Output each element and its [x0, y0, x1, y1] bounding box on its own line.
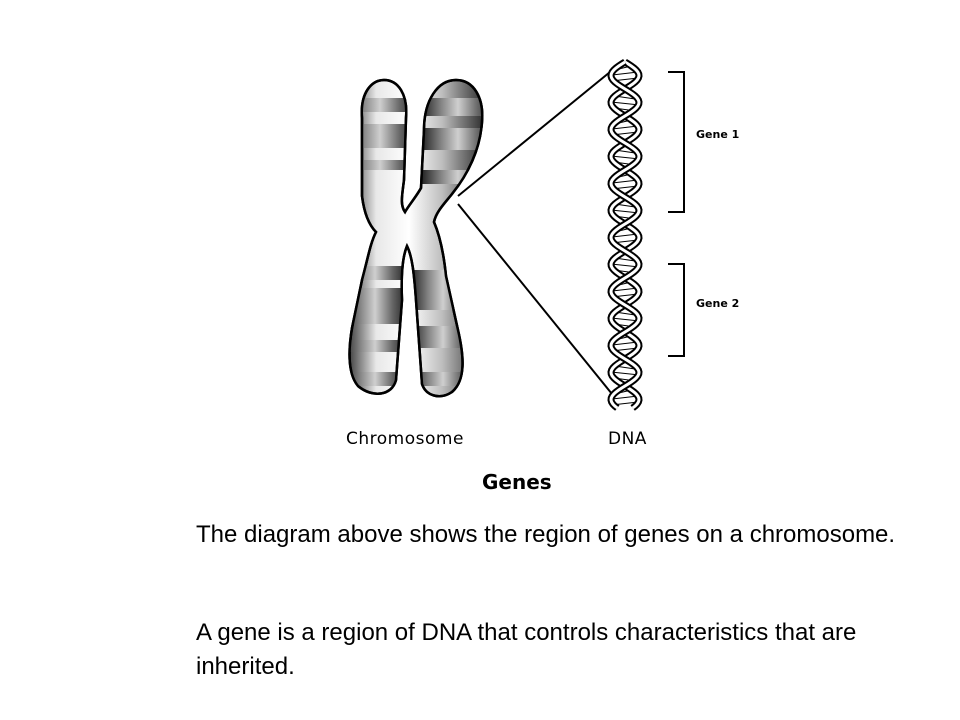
base-pair	[610, 371, 640, 376]
base-pair	[610, 155, 640, 160]
base-pair	[612, 125, 638, 130]
chromosome-label: Chromosome	[346, 429, 464, 449]
base-pair	[610, 263, 640, 268]
base-pair	[610, 317, 640, 322]
base-pair	[612, 287, 638, 292]
diagram-title: Genes	[482, 470, 552, 494]
description-paragraph-2: A gene is a region of DNA that controls …	[196, 619, 857, 680]
gene-1-bracket	[668, 71, 685, 213]
dna-helix	[607, 59, 643, 411]
description-paragraph-1: The diagram above shows the region of ge…	[196, 521, 896, 548]
base-pair	[610, 209, 640, 214]
base-pair	[612, 71, 638, 76]
gene-2-bracket	[668, 263, 685, 357]
chromosome	[348, 78, 484, 398]
dna-label: DNA	[608, 429, 647, 449]
base-pair	[610, 101, 640, 106]
base-pair	[612, 179, 638, 184]
dna-strand-2-highlight	[609, 60, 641, 410]
base-pair	[612, 395, 638, 400]
base-pair	[612, 341, 638, 346]
gene-1-label: Gene 1	[696, 128, 739, 141]
gene-2-label: Gene 2	[696, 297, 739, 310]
zoom-lines	[457, 71, 613, 395]
dna-strand-1-highlight	[609, 60, 641, 410]
base-pair	[612, 233, 638, 238]
